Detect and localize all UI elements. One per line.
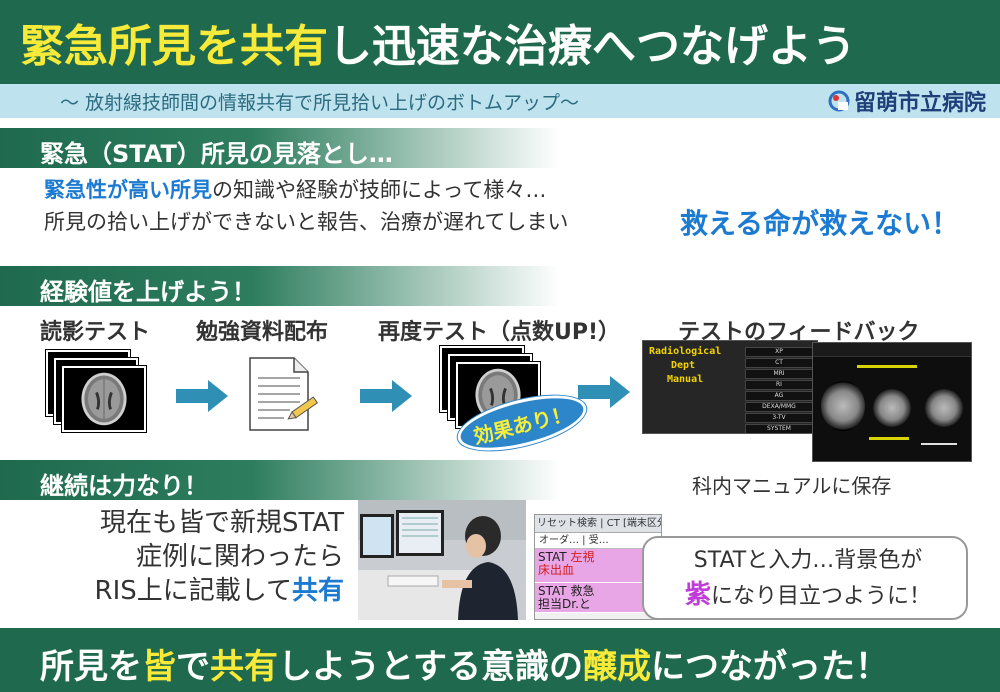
continue-line3: RIS上に記載して共有 [94, 576, 344, 606]
manual-menu-item: SYSTEM [745, 424, 813, 433]
subtitle: ～ 放射線技師間の情報共有で所見拾い上げのボトムアップ～ [60, 92, 580, 114]
save-caption: 科内マニュアルに保存 [692, 474, 892, 498]
manual-menu: XP CT MRI RI AG DEXA/MMG 3-TV SYSTEM [745, 347, 813, 433]
ris-column-header: オーダ… | 受… [535, 533, 661, 549]
footer-message: 所見を皆で共有しようとする意識の醸成につながった！ [40, 647, 889, 687]
hospital-name: 留萌市立病院 [828, 85, 986, 117]
stat-line1-rest: の知識や経験が技師によって様々… [212, 178, 547, 202]
manual-menu-item: AG [745, 391, 813, 401]
title-highlight-1: 緊急所見を [20, 21, 240, 72]
step-reading-test: 読影テスト [40, 320, 151, 345]
ris-stat-row: STAT 左視 床出血 [535, 549, 661, 583]
ct-image-stack [440, 346, 540, 428]
callout-line2: 紫になり目立つように！ [684, 580, 932, 610]
section-heading-continue: 継続は力なり！ [0, 460, 560, 500]
manual-menu-item: DEXA/MMG [745, 402, 813, 412]
share-emphasis: 共有 [291, 576, 344, 606]
stat-description-line2: 所見の拾い上げができないと報告、治療が遅れてしまい [44, 210, 569, 234]
stat-warning: 救える命が救えない！ [680, 207, 960, 240]
page-title: 緊急所見を共有し迅速な治療へつなげよう [20, 10, 856, 74]
ct-image-stack [46, 350, 146, 432]
manual-menu-item: MRI [745, 369, 813, 379]
stat-emphasis: 緊急性が高い所見 [44, 178, 212, 202]
ct-brain-scan [64, 368, 144, 430]
callout-line1: STATと入力…背景色が [693, 548, 923, 573]
continue-line2: 症例に関わったら [135, 542, 344, 572]
callout-bubble: STATと入力…背景色が 紫になり目立つように！ [642, 536, 968, 620]
hospital-logo-icon [828, 90, 850, 112]
ris-stat-row: STAT 救急 担当Dr.と [535, 583, 661, 613]
ris-toolbar: リセット検索 | CT [端末区分共 [535, 515, 661, 533]
title-rest: し迅速な治療へつなげよう [328, 21, 856, 72]
right-arrow-icon [176, 380, 228, 412]
step-study-material: 勉強資料配布 [196, 320, 329, 345]
continue-line1: 現在も皆で新規STAT [99, 508, 344, 538]
manual-menu-item: XP [745, 347, 813, 357]
right-arrow-icon [578, 376, 630, 408]
title-highlight-2: 共有 [240, 21, 328, 72]
footer-banner [0, 628, 1000, 692]
feedback-screenshot [812, 342, 972, 462]
hospital-label: 留萌市立病院 [853, 91, 986, 116]
document-pencil-icon [249, 357, 318, 431]
manual-menu-item: 3-TV [745, 413, 813, 423]
manual-menu-item: CT [745, 358, 813, 368]
manual-title: Radiological Dept Manual [649, 346, 722, 385]
stat-description-line1: 緊急性が高い所見の知識や経験が技師によって様々… [44, 174, 546, 204]
manual-menu-item: RI [745, 380, 813, 390]
continue-text: 現在も皆で新規STAT 症例に関わったら RIS上に記載して共有 [44, 506, 344, 608]
header-banner [0, 0, 1000, 86]
section-heading-experience: 経験値を上げよう！ [0, 266, 560, 306]
ris-screenshot: リセット検索 | CT [端末区分共 オーダ… | 受… STAT 左視 床出血… [534, 514, 662, 620]
dept-manual-screenshot: Radiological Dept Manual XP CT MRI RI AG… [642, 340, 818, 434]
subtitle-bar [0, 84, 1000, 118]
step-retest: 再度テスト（点数UP!） [378, 320, 621, 345]
right-arrow-icon [360, 380, 412, 412]
section-heading-stat: 緊急（STAT）所見の見落とし… [0, 128, 560, 168]
workstation-photo [358, 500, 526, 620]
purple-emphasis: 紫 [684, 580, 711, 610]
